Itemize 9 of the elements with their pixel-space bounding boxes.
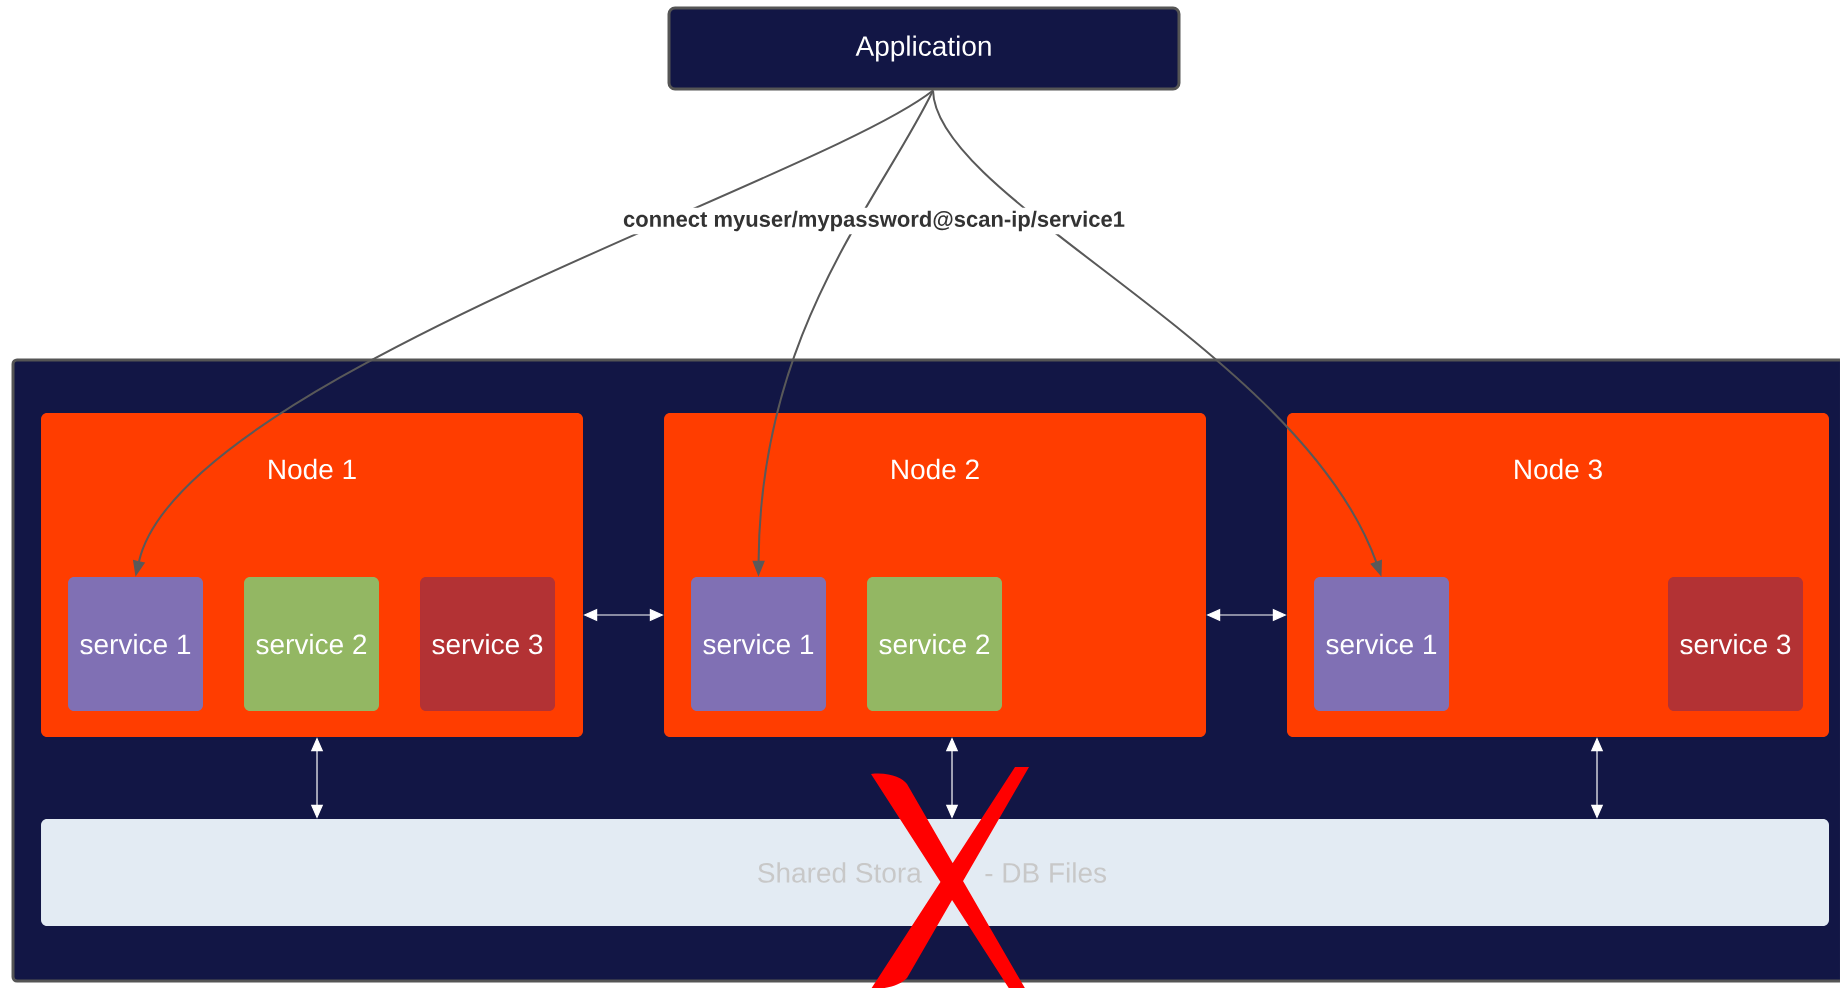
service-box: service 2 [867, 577, 1002, 711]
service-box: service 1 [68, 577, 203, 711]
service-box: service 3 [1668, 577, 1803, 711]
edge-label: connect myuser/mypassword@scan-ip/service1 [620, 207, 1128, 235]
application-box: Application [667, 6, 1181, 91]
service-box: service 1 [1314, 577, 1449, 711]
service-box: service 1 [691, 577, 826, 711]
service-box: service 2 [244, 577, 379, 711]
service-box: service 3 [420, 577, 555, 711]
